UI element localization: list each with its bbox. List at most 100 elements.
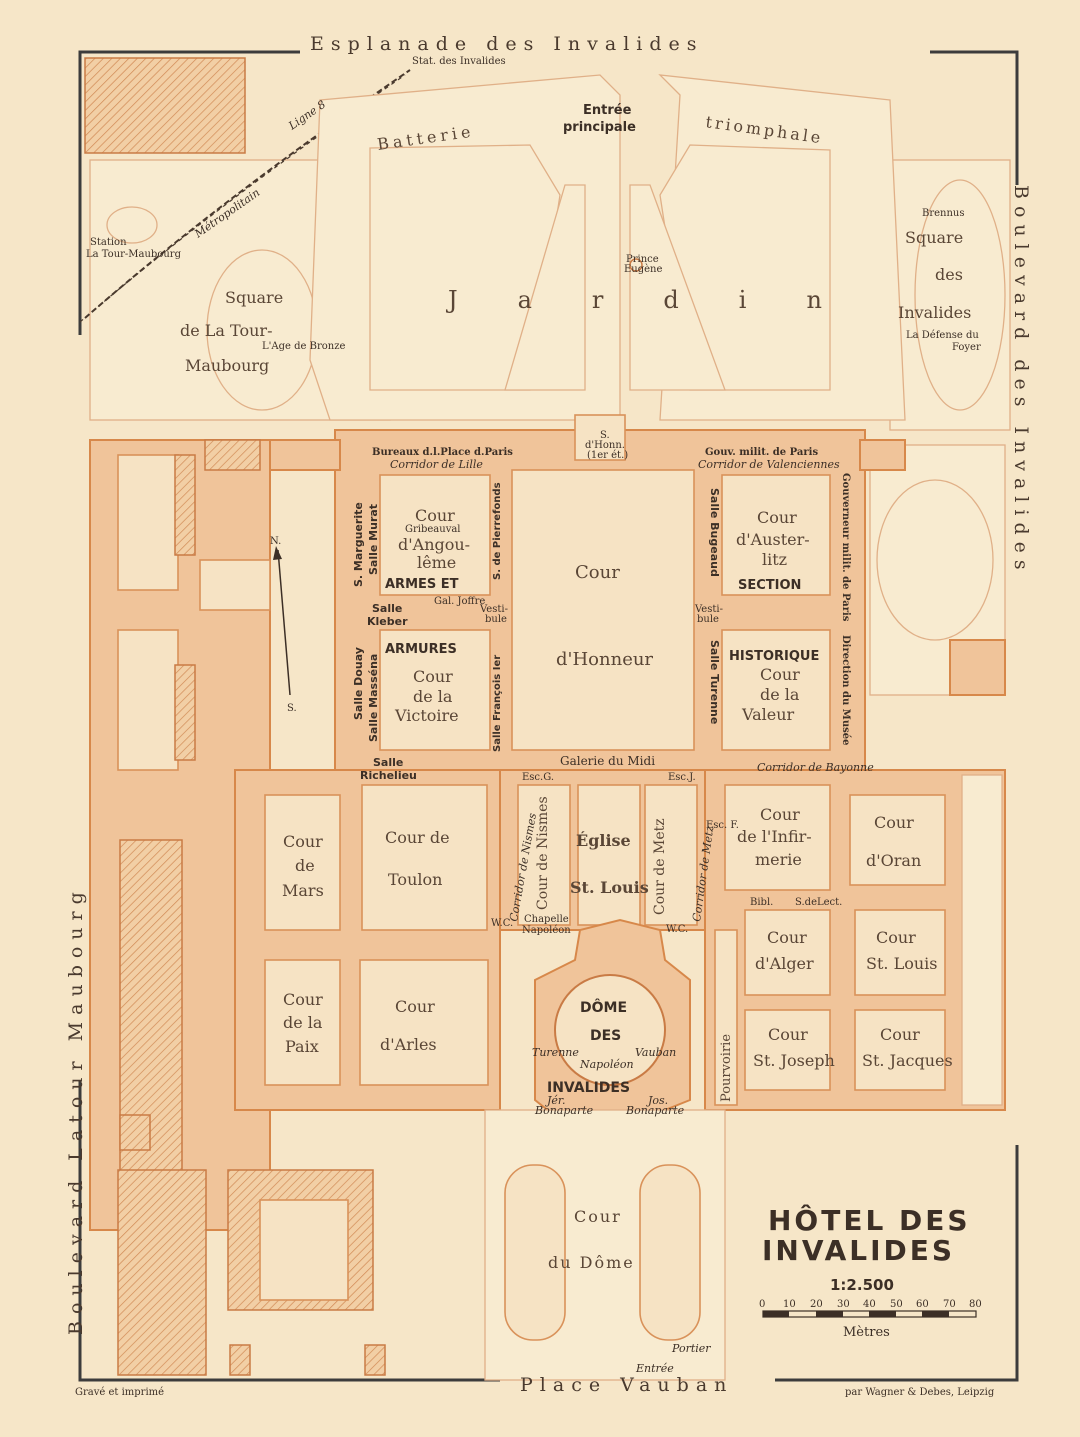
label-armes-et: ARMES ET	[385, 577, 459, 592]
cour-du-dome	[484, 1109, 726, 1381]
label-cour-nismes: Cour de Nismes	[535, 796, 551, 910]
scale-tick-labels: 0 10 20 30 40 50 60 70 80	[759, 1299, 982, 1310]
label-esc-f: Esc. F.	[706, 820, 739, 831]
label-south: S.	[287, 703, 297, 714]
label-bibl: Bibl.	[750, 897, 773, 908]
label-principale: principale	[563, 120, 636, 135]
label-salle-francois: Salle François Ier	[492, 655, 503, 752]
scale-tick-7: 70	[943, 1299, 956, 1310]
label-vestibule-r-1: Vesti-	[694, 604, 723, 615]
north-arrow	[273, 546, 291, 696]
label-defense-1: La Défense du	[906, 330, 979, 341]
label-cour-paix-2: de la	[283, 1013, 323, 1032]
label-jos-1: Jos.	[646, 1094, 668, 1107]
label-vestibule-r-2: bule	[697, 614, 719, 625]
hotel-main-building	[269, 414, 906, 771]
label-cour-inf-2: de l'Infir-	[737, 827, 812, 846]
label-age-bronze: L'Age de Bronze	[262, 341, 345, 352]
scale-bar	[762, 1310, 977, 1318]
label-cour-ang-3: lême	[417, 553, 456, 572]
label-salle-kleber-1: Salle	[372, 602, 402, 615]
label-cour-arles-1: Cour	[395, 997, 435, 1016]
label-turenne: Turenne	[532, 1046, 579, 1059]
label-historique: HISTORIQUE	[729, 649, 819, 664]
label-square-tm-2: de La Tour-	[180, 321, 272, 340]
label-cour-val-1: Cour	[760, 665, 800, 684]
label-cour-val-2: de la	[760, 685, 800, 704]
map-title-line2: INVALIDES	[762, 1234, 955, 1267]
label-armures: ARMURES	[385, 642, 457, 657]
label-corridor-bayonne: Corridor de Bayonne	[757, 761, 874, 774]
label-gouverneur: Gouverneur milit. de Paris	[840, 473, 851, 622]
scale-tick-2: 20	[810, 1299, 823, 1310]
label-portier: Portier	[671, 1342, 711, 1355]
label-vestibule-1: Vesti-	[479, 604, 508, 615]
jardin-parterres	[309, 74, 906, 421]
label-vauban: Vauban	[635, 1046, 676, 1059]
label-station: Station	[90, 237, 127, 248]
label-eglise-2: St. Louis	[570, 878, 649, 897]
label-galerie-midi: Galerie du Midi	[560, 754, 655, 768]
label-cour-aust-2: d'Auster-	[736, 530, 810, 549]
label-jer-1: Jér.	[545, 1094, 565, 1107]
map-scale-ratio: 1:2.500	[830, 1276, 894, 1294]
label-cour-honneur-2: d'Honneur	[556, 649, 653, 670]
credit-right: par Wagner & Debes, Leipzig	[845, 1387, 995, 1398]
label-cour-val-3: Valeur	[741, 705, 795, 724]
label-cour-alger-2: d'Alger	[755, 954, 814, 973]
label-cour-honneur-1: Cour	[575, 562, 620, 583]
label-salle-bugeaud: Salle Bugeaud	[708, 488, 721, 577]
scale-tick-4: 40	[863, 1299, 876, 1310]
label-square-inv-3: Invalides	[898, 303, 971, 322]
label-corridor-lille: Corridor de Lille	[390, 458, 483, 471]
label-cour-stlouis-1: Cour	[876, 928, 916, 947]
label-jos-2: Bonaparte	[625, 1104, 685, 1117]
label-s-marguerite: S. Marguerite	[352, 502, 365, 587]
label-north: N.	[270, 536, 281, 547]
label-salle-douay: Salle Douay	[352, 647, 365, 720]
label-cour-aust-1: Cour	[757, 508, 797, 527]
label-esc-g: Esc.G.	[522, 772, 554, 783]
label-jer-2: Bonaparte	[534, 1104, 594, 1117]
label-cour-inf-3: merie	[755, 850, 802, 869]
label-corridor-valenciennes: Corridor de Valenciennes	[698, 458, 840, 471]
label-direction: Direction du Musée	[840, 635, 851, 745]
label-section: SECTION	[738, 578, 801, 593]
map-title-line1: HÔTEL DES	[768, 1203, 971, 1237]
label-cour-toulon-1: Cour de	[385, 828, 450, 847]
credit-left: Gravé et imprimé	[75, 1387, 164, 1398]
label-dome-1: DÔME	[580, 998, 627, 1016]
label-vestibule-2: bule	[485, 614, 507, 625]
label-salle-rich-2: Richelieu	[360, 769, 417, 782]
label-wc-2: W.C.	[666, 924, 688, 935]
label-cour-vict-1: Cour	[413, 667, 453, 686]
label-eglise-1: Église	[576, 830, 631, 850]
street-boulevard-des-invalides: Boulevard des Invalides	[1010, 185, 1032, 577]
label-wc-1: W.C.	[491, 918, 513, 929]
label-cour-arles-2: d'Arles	[380, 1035, 437, 1054]
label-napoleon: Napoléon	[579, 1058, 634, 1071]
map-frame	[78, 50, 1019, 1382]
label-entree-bas: Entrée	[635, 1362, 674, 1375]
label-salle-turenne: Salle Turenne	[708, 640, 721, 724]
label-brennus: Brennus	[922, 208, 965, 219]
label-square-tm-3: Maubourg	[185, 356, 269, 375]
scale-tick-6: 60	[916, 1299, 929, 1310]
label-salle-kleber-2: Kleber	[367, 615, 408, 628]
label-cour-inf-1: Cour	[760, 805, 800, 824]
label-cour-alger-1: Cour	[767, 928, 807, 947]
label-esc-j: Esc.J.	[668, 772, 696, 783]
label-square-inv-2: des	[935, 265, 963, 284]
label-eugene: Eugène	[624, 264, 663, 275]
label-defense-2: Foyer	[952, 342, 981, 353]
label-stat-invalides: Stat. des Invalides	[412, 56, 506, 67]
garden-invalides	[869, 159, 1011, 696]
label-square-inv-1: Square	[905, 228, 963, 247]
label-cour-dome-1: Cour	[574, 1207, 622, 1226]
label-cour-toulon-2: Toulon	[388, 870, 442, 889]
label-cour-ang-1: Cour	[415, 506, 455, 525]
label-cour-mars-2: de	[295, 856, 315, 875]
label-salle-massena: Salle Masséna	[367, 654, 380, 742]
label-chapelle-2: Napoléon	[522, 925, 571, 936]
